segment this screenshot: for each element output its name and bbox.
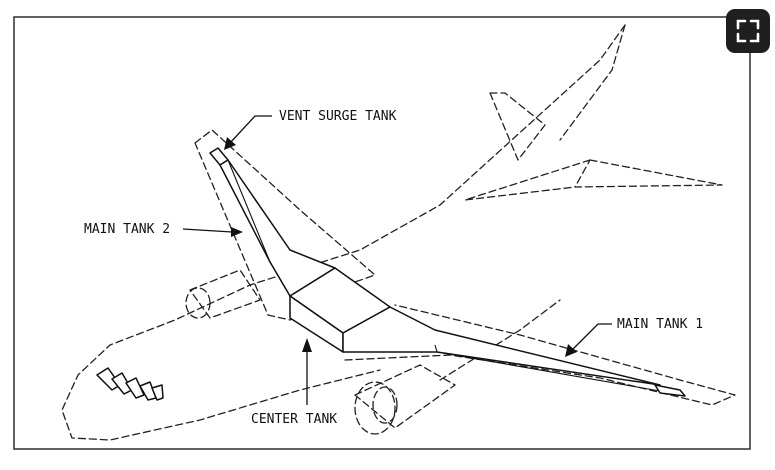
label-main-tank-1: MAIN TANK 1 [617, 317, 703, 332]
horizontal-stabilizer-outline [464, 159, 723, 201]
left-engine-outline [185, 269, 261, 319]
main-tank-1-shape [342, 306, 661, 386]
fullscreen-button[interactable] [726, 9, 770, 53]
label-center-tank: CENTER TANK [251, 412, 337, 427]
left-wing-outline [194, 129, 376, 321]
label-main-tank-2: MAIN TANK 2 [84, 222, 170, 237]
right-wing-outline [344, 304, 736, 406]
fullscreen-expand-icon [736, 19, 760, 43]
fuel-tanks [209, 147, 686, 397]
fuselage-outline [61, 24, 626, 441]
cockpit-windows [96, 367, 164, 401]
vertical-stabilizer-outline [489, 92, 546, 161]
right-engine-outline [354, 364, 456, 435]
leader-center-tank [302, 338, 312, 405]
right-vent-surge-tank-shape [654, 384, 686, 397]
label-vent-surge-tank: VENT SURGE TANK [279, 109, 397, 124]
leader-vent-surge-tank [224, 115, 272, 150]
leader-main-tank-2 [182, 227, 243, 237]
leader-main-tank-1 [565, 323, 612, 357]
